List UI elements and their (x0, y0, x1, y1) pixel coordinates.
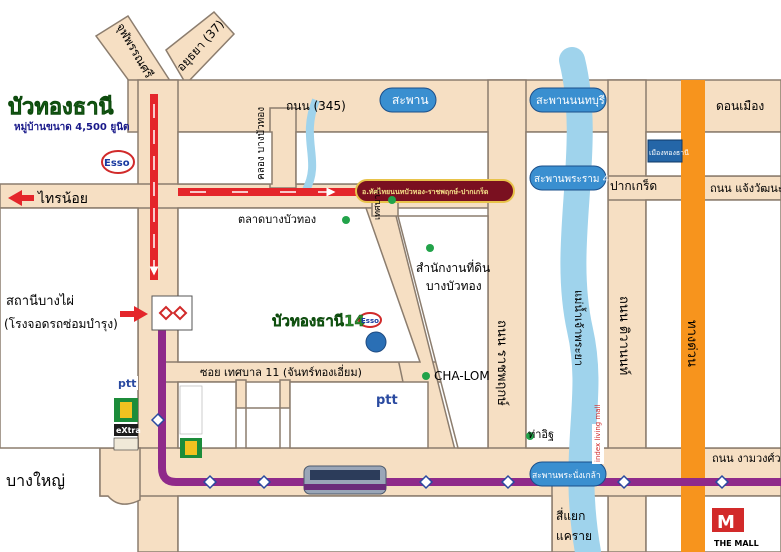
extra-text: eXtra (116, 426, 141, 435)
label-expressway: ทางด่วน (684, 320, 699, 367)
shop-icons-column (113, 376, 139, 451)
label-sii-yaek-2: แคราย (556, 529, 592, 543)
label-bridge-rama4: สะพานพระราม 4 (534, 174, 609, 185)
label-thetsaban: เทศบาล (373, 189, 383, 220)
label-tha-it: ท่าอิฐ (528, 428, 554, 441)
bridge-nonthaburi (529, 87, 607, 113)
mall-text: THE MALL (714, 539, 759, 548)
route-arrow-horizontal (178, 188, 356, 196)
ptt-round-logo (365, 331, 387, 353)
label-cha-lom: CHA-LOM (434, 369, 490, 383)
label-project: บัวทองธานี14 (272, 312, 365, 330)
esso-text: Esso (104, 158, 130, 169)
label-river: แม่น้ำเจ้าพระยา (572, 290, 587, 366)
khlong-bangbuathong (302, 98, 320, 192)
rail-stations (150, 412, 730, 490)
map-subtitle: หมู่บ้านขนาด 4,500 ยูนิต (14, 121, 130, 134)
road-soi-branch-2 (279, 379, 291, 409)
label-ratchaphruek: ถนน ราชพฤกษ์ (494, 320, 510, 406)
shop-icons-column-2 (179, 385, 203, 458)
label-road-345: ถนน (345) (286, 99, 346, 113)
label-soi-thetsaban: ซอย เทศบาล 11 (จันทร์ทองเอี่ยม) (200, 364, 362, 379)
rail-purple-line (158, 300, 781, 486)
label-don-mueang: ดอนเมือง (716, 99, 764, 113)
bang-phai-station-icon (151, 295, 193, 331)
map-title: บัวทองธานี (8, 95, 114, 120)
label-khlong: คลอง บางบัวทอง (256, 107, 267, 180)
esso-logo (101, 150, 135, 174)
index-sign (592, 424, 604, 464)
ptt-text-2: ptt (118, 377, 136, 390)
label-sai-noi: ไทรน้อย (37, 190, 88, 207)
label-ngamwongwan: ถนน งามวงศ์วาน (712, 452, 781, 465)
label-bridge-nonthaburi: สะพานนนทบุรี (536, 94, 605, 107)
road-bangyai-curve (99, 447, 141, 505)
expressway-line (681, 80, 705, 552)
landmark-dots (342, 196, 534, 440)
mall-logo-text: M (717, 512, 735, 533)
road-345 (127, 79, 781, 133)
bridge-rama4 (529, 165, 607, 191)
road-soi-branch-1 (235, 379, 247, 409)
road-ngamwongwan (99, 447, 781, 497)
arrow-right-icon (120, 306, 148, 322)
the-mall-logo (712, 508, 744, 532)
label-index: index living mall (594, 404, 602, 462)
label-depot: (โรงจอดรถซ่อมบำรุง) (4, 317, 118, 332)
bridge-1 (379, 87, 437, 113)
label-chaengwattana: ถนน แจ้งวัฒนะ (710, 182, 781, 195)
label-land-office-1: สำนักงานที่ดิน (416, 259, 490, 275)
label-mueang-thong: เมืองทองธานี (649, 149, 689, 157)
bridge-phra-nang-klao (529, 461, 607, 487)
ptt-text: ptt (376, 393, 398, 408)
label-bang-phai-station: สถานีบางไผ่ (6, 293, 74, 309)
esso-text-2: Esso (361, 317, 379, 325)
label-market: ตลาดบางบัวทอง (238, 213, 316, 226)
arrow-left-icon (8, 190, 34, 206)
label-bridge-1: สะพาน (392, 93, 429, 107)
esso-logo-2 (358, 312, 382, 328)
label-bang-yai: บางใหญ่ (6, 471, 65, 490)
label-sii-yaek-1: สี่แยก (556, 507, 585, 523)
label-banner: อ.ทัศไทยนนทบัวทอง-ราชพฤกษ์-ปากเกร็ด (362, 187, 489, 196)
road-khlong-vertical (269, 107, 297, 189)
route-banner (355, 179, 515, 203)
label-bridge-phra-nang-klao: สะพานพระนั่งเกล้า (532, 469, 601, 481)
train-icon (303, 465, 387, 495)
label-land-office-2: บางบัวทอง (426, 279, 482, 293)
label-tiwanon: ถนน ติวานนท์ (616, 296, 632, 375)
mueang-thong-sign (647, 139, 683, 163)
label-pak-kret: ปากเกร็ด (610, 178, 657, 193)
road-ratchaphruek-vertical (487, 79, 527, 475)
route-arrows (8, 94, 356, 322)
road-ayutthaya (165, 10, 236, 86)
bridges (379, 87, 607, 487)
